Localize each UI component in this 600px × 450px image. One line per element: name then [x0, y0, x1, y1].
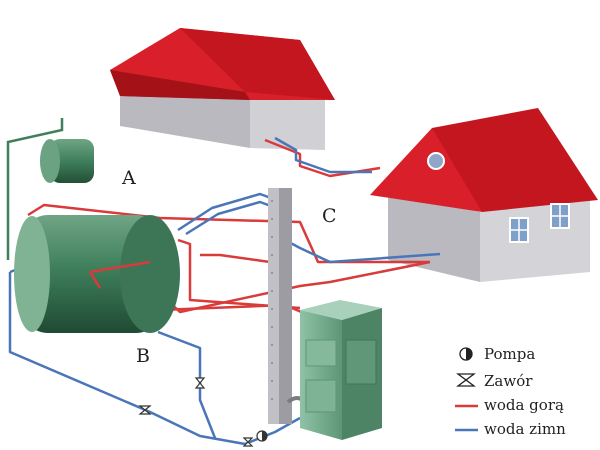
valve-icon	[456, 373, 476, 387]
green-supply-pipe	[6, 118, 64, 260]
legend: Pompa Zawór woda gorą woda zimn	[455, 345, 566, 438]
legend-pump-label: Pompa	[484, 345, 535, 363]
chimney-c	[268, 188, 306, 424]
label-b: B	[136, 345, 150, 367]
legend-hot-label: woda gorą	[484, 396, 564, 414]
round-window	[427, 152, 445, 170]
label-c: C	[322, 205, 337, 227]
storage-tank-b	[14, 215, 180, 333]
valve-icon	[138, 405, 152, 415]
house-right	[370, 108, 598, 282]
pump-icon	[256, 430, 268, 442]
valve-icon	[194, 377, 206, 389]
expansion-tank-a	[40, 139, 94, 183]
legend-cold-label: woda zimn	[484, 420, 566, 438]
boiler	[300, 300, 382, 440]
label-a: A	[121, 167, 136, 189]
legend-valve-label: Zawór	[484, 372, 533, 390]
valve-icon	[242, 437, 254, 447]
house-top	[110, 28, 335, 150]
pump-icon	[459, 347, 473, 361]
